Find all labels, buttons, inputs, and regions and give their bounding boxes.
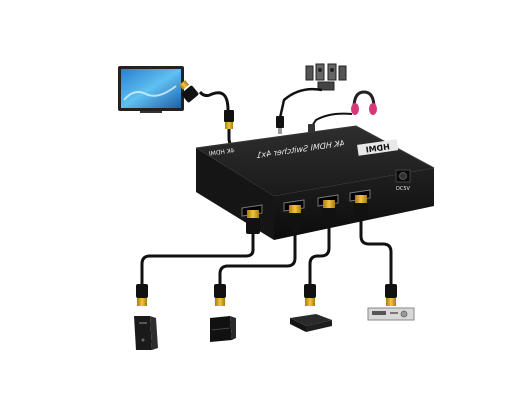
- input-cable-4: [354, 195, 397, 306]
- game-console-icon: [210, 316, 236, 342]
- port-label: 4K HDMI: [208, 147, 235, 158]
- input-cable-1: [136, 210, 260, 306]
- hdmi-logo: HDMI: [357, 139, 399, 156]
- media-player-icon: [290, 314, 332, 332]
- svg-text:HDMI: HDMI: [365, 142, 390, 154]
- speaker-system-icon: [305, 63, 347, 91]
- dc-power-jack: DC5V: [395, 169, 411, 192]
- headphones-icon: [351, 90, 377, 115]
- input-cable-3: [304, 200, 336, 306]
- speaker-audio-cable: [276, 87, 323, 134]
- input-cable-2: [214, 205, 302, 306]
- dc-label: DC5V: [396, 186, 411, 192]
- hdmi-switcher-box: 4K HDMI Switcher 4x1 HDMI 4K HDMI DC5V: [195, 125, 435, 240]
- desktop-pc-icon: [134, 316, 158, 350]
- av-receiver-icon: [367, 307, 415, 321]
- tv-icon: [118, 66, 184, 113]
- tv-hdmi-cable: [179, 80, 237, 152]
